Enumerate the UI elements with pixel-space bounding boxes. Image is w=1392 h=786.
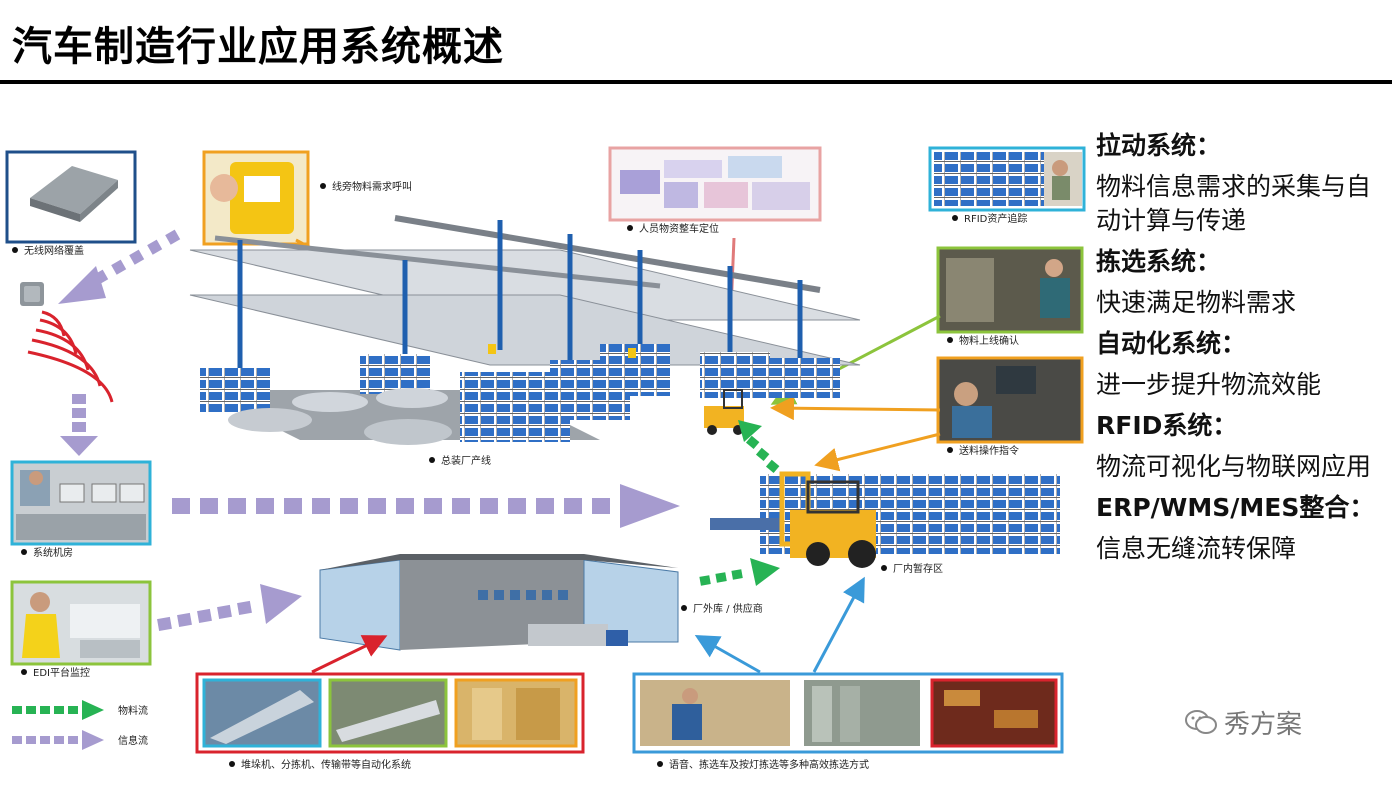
- buffer-area-illustration: [710, 471, 1060, 568]
- panel-desc: 物流可视化与物联网应用: [1096, 452, 1372, 481]
- caption-delivery-cmd: 送料操作指令: [959, 444, 1019, 457]
- wireless-reader-icon: [20, 282, 44, 306]
- panel-item-rfid: RFID系统： 物流可视化与物联网应用: [1096, 410, 1388, 484]
- caption-automation: 堆垛机、分拣机、传输带等自动化系统: [241, 758, 411, 771]
- automation-photos: [195, 672, 585, 754]
- panel-item-picking: 拣选系统： 快速满足物料需求: [1096, 246, 1388, 320]
- caption-wireless: 无线网络覆盖: [24, 244, 84, 257]
- caption-rfid-asset: RFID资产追踪: [964, 212, 1027, 225]
- caption-warehouse: 厂外库 / 供应商: [693, 602, 763, 615]
- panel-heading: 自动化系统：: [1096, 329, 1247, 358]
- connector-line: [770, 396, 941, 421]
- panel-heading: 拉动系统：: [1096, 131, 1222, 160]
- legend-info-flow: 信息流: [118, 734, 148, 747]
- connector-line: [812, 576, 865, 673]
- panel-heading: ERP/WMS/MES整合：: [1096, 493, 1375, 522]
- info-flow-arrow: [60, 394, 98, 456]
- rfid-asset-photo: [928, 146, 1086, 212]
- edi-monitor-photo: [10, 580, 152, 666]
- caption-feeding-confirm: 物料上线确认: [959, 334, 1019, 347]
- connector-line: [311, 635, 388, 674]
- info-flow-arrow: [172, 484, 680, 528]
- legend-material-flow-arrow: [12, 700, 104, 720]
- material-flow-arrow: [738, 420, 780, 474]
- page-title: 汽车制造行业应用系统概述: [12, 24, 504, 70]
- panel-heading: 拣选系统：: [1096, 247, 1222, 276]
- panel-heading: RFID系统：: [1096, 411, 1238, 440]
- floor-plan-photo: [608, 146, 822, 222]
- wechat-icon: [1184, 708, 1218, 743]
- assembly-line-illustration: [189, 215, 861, 445]
- call-device-photo: [202, 150, 310, 246]
- caption-call: 线旁物料需求呼叫: [332, 180, 412, 193]
- connector-line: [694, 635, 761, 674]
- caption-control-room: 系统机房: [33, 546, 73, 559]
- panel-desc: 进一步提升物流效能: [1096, 370, 1322, 399]
- title-underline: [0, 80, 1392, 84]
- legend: 物料流 信息流: [12, 700, 148, 750]
- caption-picking: 语音、拣选车及按灯拣选等多种高效拣选方式: [669, 758, 869, 771]
- forklift-icon: [704, 389, 744, 435]
- legend-material-flow: 物料流: [118, 704, 148, 717]
- caption-buffer: 厂内暂存区: [893, 562, 943, 575]
- material-flow-arrow: [699, 558, 780, 586]
- panel-desc: 信息无缝流转保障: [1096, 534, 1297, 563]
- feeding-confirm-photo: [936, 246, 1084, 334]
- wireless-ap-photo: [5, 150, 137, 244]
- info-flow-arrow: [157, 584, 302, 631]
- watermark-text: 秀方案: [1224, 710, 1303, 740]
- control-room-photo: [10, 460, 152, 546]
- caption-edi: EDI平台监控: [33, 666, 90, 679]
- panel-item-automation: 自动化系统： 进一步提升物流效能: [1096, 328, 1388, 402]
- system-description-panel: 拉动系统： 物料信息需求的采集与自动计算与传递 拣选系统： 快速满足物料需求 自…: [1096, 130, 1388, 574]
- panel-item-pull: 拉动系统： 物料信息需求的采集与自动计算与传递: [1096, 130, 1388, 238]
- panel-desc: 物料信息需求的采集与自动计算与传递: [1096, 172, 1372, 235]
- info-flow-arrow: [58, 229, 181, 304]
- picking-photos: [632, 672, 1064, 754]
- radio-wave-icon: [27, 310, 114, 403]
- panel-desc: 快速满足物料需求: [1096, 288, 1297, 317]
- warehouse-illustration: [319, 554, 679, 651]
- connector-line: [814, 432, 941, 472]
- caption-personnel: 人员物资整车定位: [639, 222, 719, 235]
- delivery-cmd-photo: [936, 356, 1084, 444]
- watermark: 秀方案: [1184, 704, 1302, 743]
- system-diagram: 无线网络覆盖 线旁物料需求呼叫: [5, 146, 1086, 771]
- caption-assembly: 总装厂产线: [441, 454, 491, 467]
- legend-info-flow-arrow: [12, 730, 104, 750]
- panel-item-integration: ERP/WMS/MES整合： 信息无缝流转保障: [1096, 492, 1388, 566]
